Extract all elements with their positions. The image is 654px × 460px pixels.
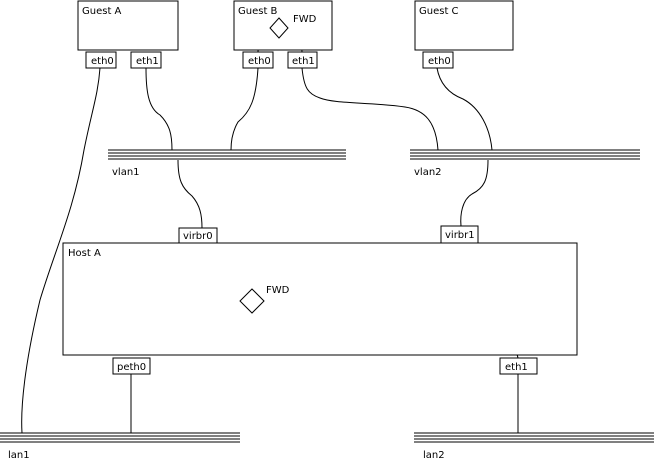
guest-a-eth0-port — [85, 51, 117, 69]
lan1-bus: lan1 — [0, 432, 240, 460]
guest-c-eth0-label: eth0 — [428, 56, 451, 67]
guest-a-eth0-label: eth0 — [91, 56, 114, 67]
vlan2-label: vlan2 — [414, 167, 442, 178]
guest-c-label: Guest C — [419, 6, 459, 17]
vlan1-bus: vlan1 — [108, 149, 346, 178]
guest-b-fwd-diamond — [269, 17, 289, 39]
host-eth1-port — [499, 357, 538, 375]
host-a-label: Host A — [68, 248, 101, 259]
lan2-bus: lan2 — [414, 432, 654, 460]
host-a-box — [62, 242, 578, 356]
guest-b-eth0-label: eth0 — [248, 56, 271, 67]
virbr0-label: virbr0 — [183, 231, 213, 242]
lan2-label: lan2 — [423, 450, 445, 460]
virbr1-label: virbr1 — [445, 230, 475, 241]
guest-c-eth0-port — [422, 51, 454, 69]
virbr1-port — [440, 225, 479, 244]
guest-c: Guest C eth0 — [414, 0, 514, 69]
wire-vlan1-virbr0 — [177, 159, 203, 229]
wire-guest-c-eth0-vlan2 — [436, 67, 493, 151]
guest-b-fwd-label: FWD — [293, 14, 317, 25]
vlan1-label: vlan1 — [112, 167, 140, 178]
vlan2-bus: vlan2 — [410, 149, 640, 178]
wire-vlan2-virbr1 — [460, 159, 489, 227]
wire-guest-b-eth0-vlan1 — [230, 67, 259, 151]
guest-a-label: Guest A — [82, 6, 122, 17]
virbr0-port — [178, 227, 218, 244]
wire-guest-a-eth1-vlan1 — [145, 67, 173, 151]
peth0-port — [112, 357, 151, 375]
guest-a: Guest A eth0 eth1 — [77, 0, 179, 69]
host-fwd-diamond — [239, 288, 265, 314]
guest-c-box — [414, 0, 514, 51]
guest-b: Guest B FWD eth0 eth1 — [233, 0, 333, 69]
guest-b-eth1-port — [287, 51, 318, 69]
wire-guest-a-eth0-lan1 — [21, 67, 101, 434]
wire-guest-b-eth1-vlan2 — [301, 67, 439, 151]
host-eth1-label: eth1 — [505, 362, 528, 373]
guest-b-label: Guest B — [238, 6, 278, 17]
host-fwd-label: FWD — [266, 285, 290, 296]
guest-a-eth1-port — [130, 51, 162, 69]
peth0-label: peth0 — [117, 362, 146, 373]
guest-b-eth1-label: eth1 — [292, 56, 315, 67]
guest-a-box — [77, 0, 179, 51]
host-a: Host A virbr0 virbr1 FWD peth0 eth1 — [62, 225, 578, 375]
guest-a-eth1-label: eth1 — [136, 56, 159, 67]
lan1-label: lan1 — [8, 450, 30, 460]
guest-b-eth0-port — [242, 51, 274, 69]
